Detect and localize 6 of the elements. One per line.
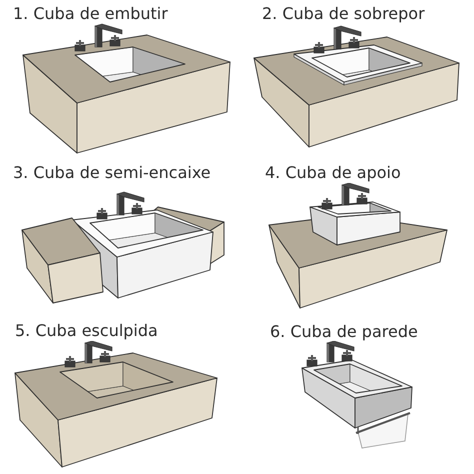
panel-heading: 4. Cuba de apoio: [265, 164, 401, 182]
panel-heading: 6. Cuba de parede: [270, 323, 418, 341]
panel-heading: 3. Cuba de semi-encaixe: [13, 164, 211, 182]
panel-heading: 1. Cuba de embutir: [13, 5, 168, 23]
panel-heading: 5. Cuba esculpida: [15, 322, 158, 340]
panel-heading: 2. Cuba de sobrepor: [262, 5, 425, 23]
